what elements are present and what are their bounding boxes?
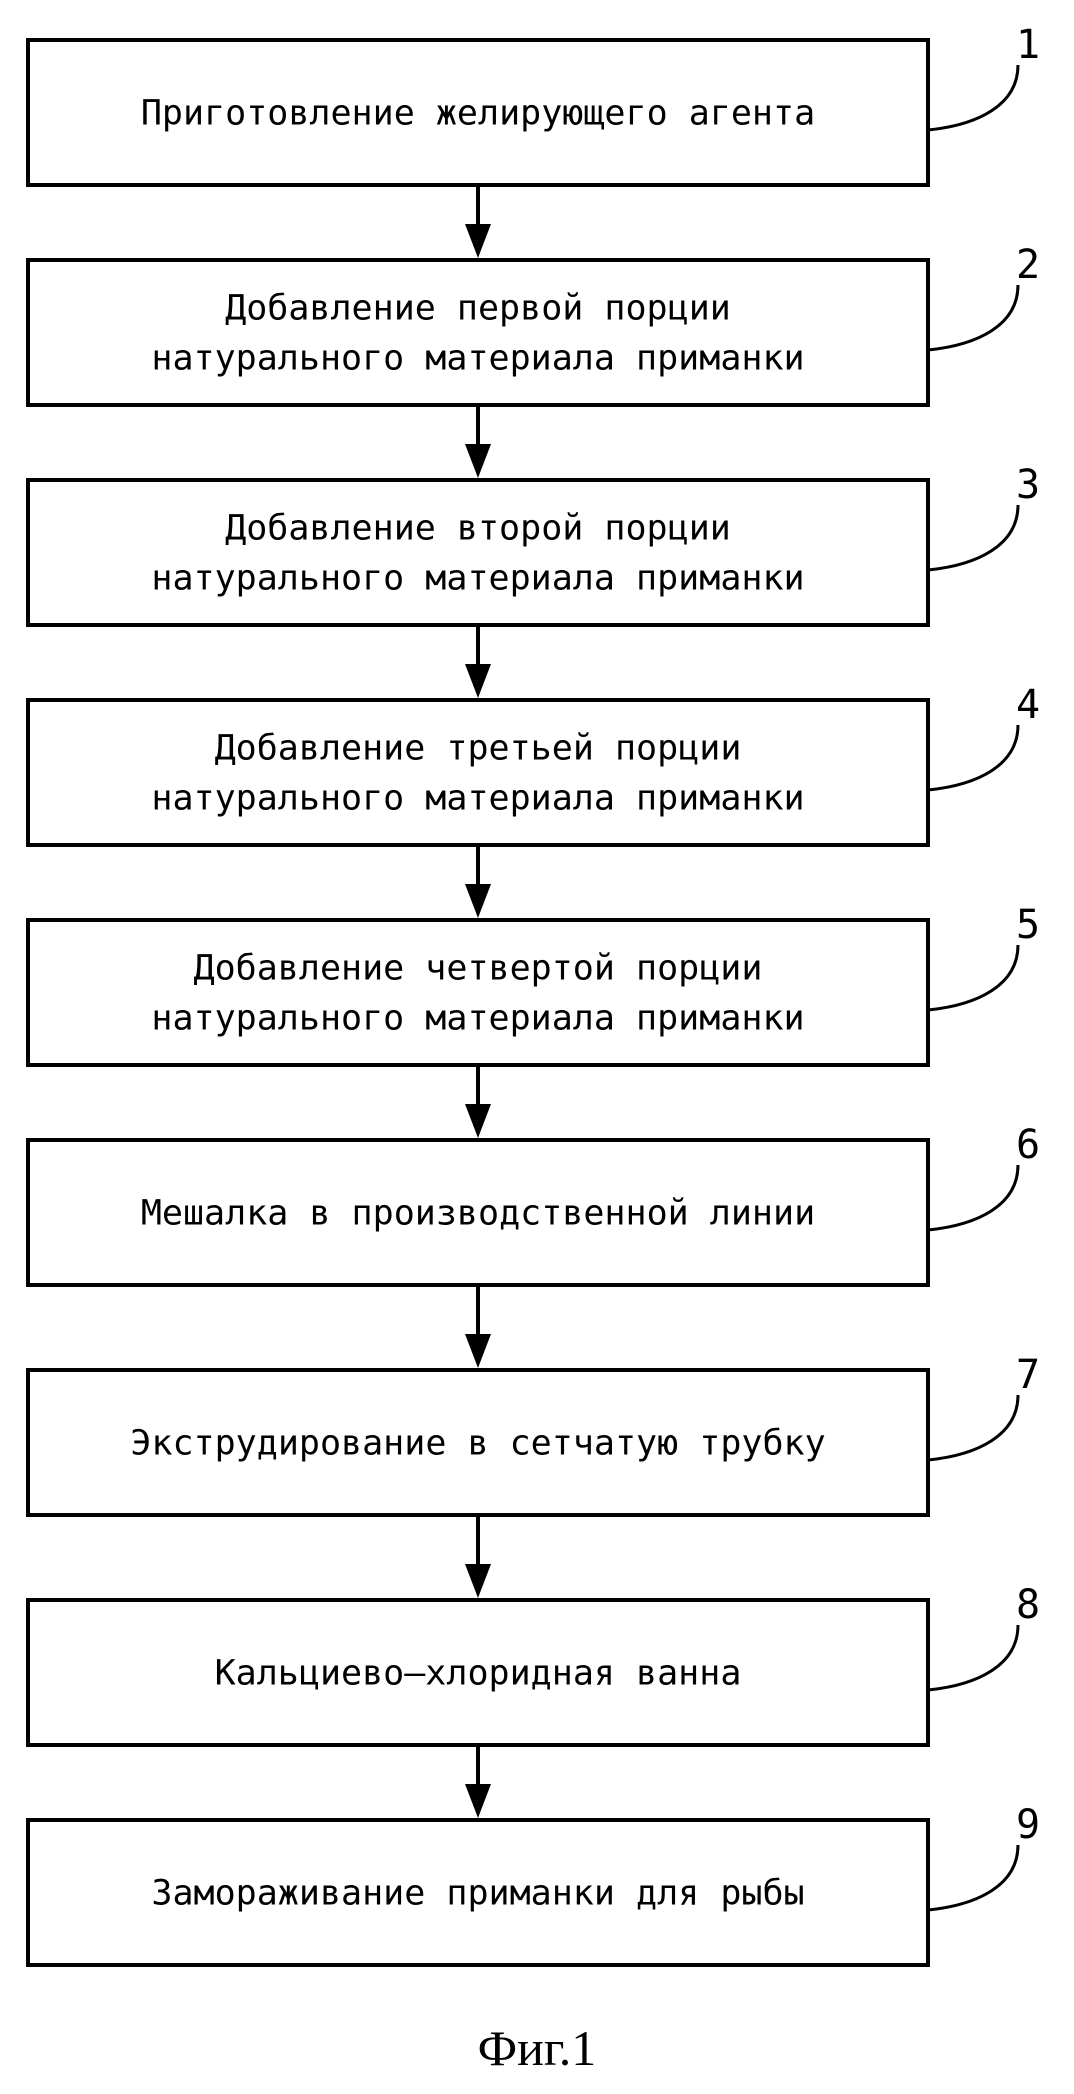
step-label: натурального материала приманки xyxy=(151,559,804,599)
reference-leader-line xyxy=(928,505,1018,570)
arrow-head xyxy=(465,664,491,698)
arrow-head xyxy=(465,444,491,478)
step-number: 5 xyxy=(1016,902,1040,948)
flow-arrow xyxy=(465,407,491,478)
step-number: 1 xyxy=(1016,22,1040,68)
flow-step-2: Добавление первой порции натурального мат… xyxy=(28,242,1040,405)
step-number: 4 xyxy=(1016,682,1040,728)
reference-leader-line xyxy=(928,285,1018,350)
step-label: Замораживание приманки для рыбы xyxy=(151,1874,804,1914)
step-label: натурального материала приманки xyxy=(151,339,804,379)
reference-leader-line xyxy=(928,1845,1018,1910)
step-label: Экструдирование в сетчатую трубку xyxy=(130,1424,825,1464)
step-number: 9 xyxy=(1016,1802,1040,1848)
step-label: Кальциево–хлоридная ванна xyxy=(215,1654,742,1694)
step-box xyxy=(28,480,928,625)
flow-arrow xyxy=(465,1747,491,1818)
step-number: 7 xyxy=(1016,1352,1040,1398)
reference-leader-line xyxy=(928,1625,1018,1690)
flow-arrow xyxy=(465,847,491,918)
flow-arrow xyxy=(465,1287,491,1368)
step-box xyxy=(28,260,928,405)
step-label: натурального материала приманки xyxy=(151,779,804,819)
step-label: Добавление четвертой порции xyxy=(194,949,763,989)
reference-leader-line xyxy=(928,1395,1018,1460)
flow-step-3: Добавление второй порции натурального мат… xyxy=(28,462,1040,625)
step-label: Добавление третьей порции xyxy=(215,729,742,769)
step-number: 2 xyxy=(1016,242,1040,288)
step-label: Приготовление желирующего агента xyxy=(141,94,815,134)
step-number: 3 xyxy=(1016,462,1040,508)
step-label: Добавление второй порции xyxy=(225,509,731,549)
flow-step-8: Кальциево–хлоридная ванна 8 xyxy=(28,1582,1040,1745)
flow-steps: Приготовление желирующего агента 1Добавле… xyxy=(28,22,1040,1965)
flow-step-5: Добавление четвертой порции натурального … xyxy=(28,902,1040,1065)
arrow-head xyxy=(465,1564,491,1598)
flow-arrow xyxy=(465,1067,491,1138)
step-label: Добавление первой порции xyxy=(225,289,731,329)
arrow-head xyxy=(465,224,491,258)
step-box xyxy=(28,700,928,845)
arrow-head xyxy=(465,1784,491,1818)
flow-step-9: Замораживание приманки для рыбы 9 xyxy=(28,1802,1040,1965)
flow-step-6: Мешалка в производственной линии 6 xyxy=(28,1122,1040,1285)
step-number: 6 xyxy=(1016,1122,1040,1168)
flow-step-1: Приготовление желирующего агента 1 xyxy=(28,22,1040,185)
arrow-head xyxy=(465,1334,491,1368)
step-box xyxy=(28,920,928,1065)
step-number: 8 xyxy=(1016,1582,1040,1628)
flow-step-4: Добавление третьей порции натурального ма… xyxy=(28,682,1040,845)
figure-caption: Фиг.1 xyxy=(478,2020,597,2076)
arrow-head xyxy=(465,1104,491,1138)
flow-arrow xyxy=(465,1517,491,1598)
step-label: Мешалка в производственной линии xyxy=(141,1194,815,1234)
reference-leader-line xyxy=(928,1165,1018,1230)
reference-leader-line xyxy=(928,725,1018,790)
reference-leader-line xyxy=(928,945,1018,1010)
step-label: натурального материала приманки xyxy=(151,999,804,1039)
flow-arrow xyxy=(465,627,491,698)
flow-arrow xyxy=(465,187,491,258)
reference-leader-line xyxy=(928,65,1018,130)
flow-step-7: Экструдирование в сетчатую трубку 7 xyxy=(28,1352,1040,1515)
arrow-head xyxy=(465,884,491,918)
